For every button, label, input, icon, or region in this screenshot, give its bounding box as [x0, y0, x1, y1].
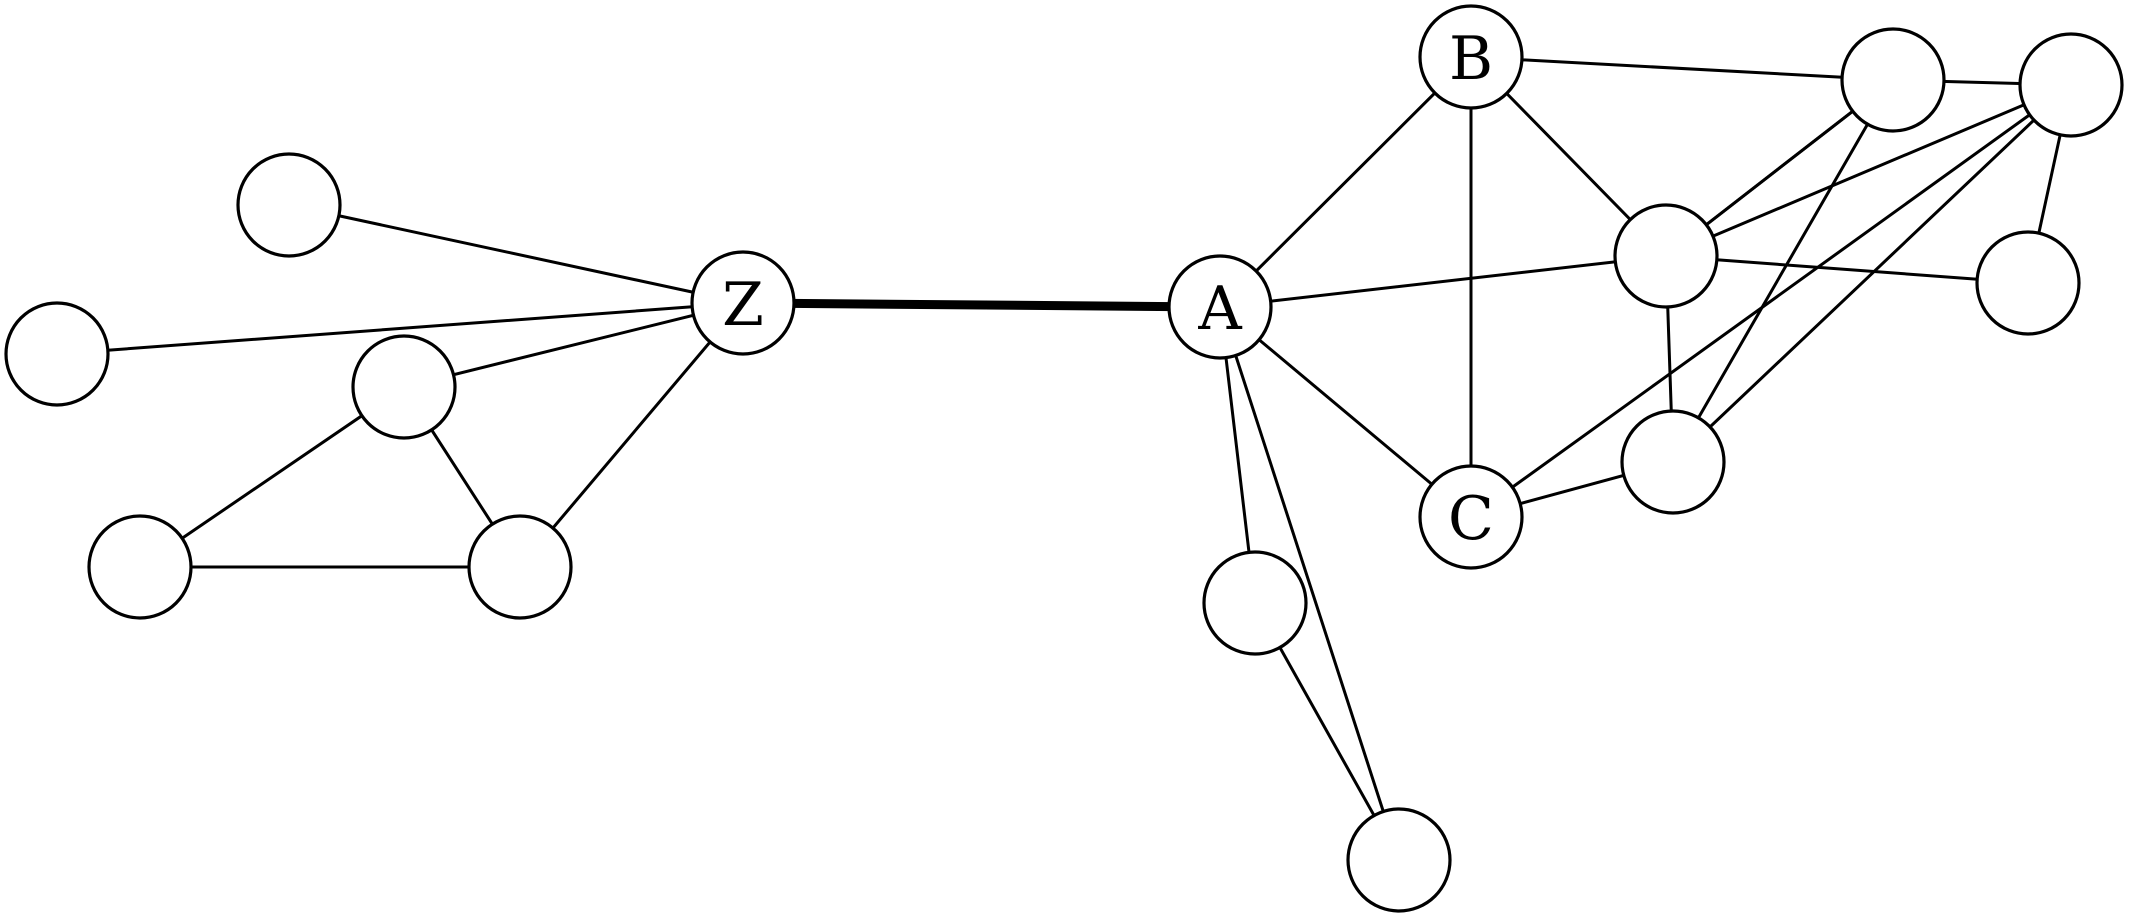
node-circle [690, 250, 796, 356]
node-n13 [1620, 409, 1726, 515]
edge-z-a [738, 298, 1225, 312]
node-n2 [4, 301, 110, 407]
node-n8 [1840, 27, 1946, 133]
edge-a-n9 [1218, 254, 1668, 309]
edge-n12-n13 [1671, 78, 1895, 464]
edge-n3-n4 [138, 385, 406, 569]
edge-a-c [1218, 305, 1473, 519]
node-n5 [467, 514, 573, 620]
node-n6 [1202, 550, 1308, 656]
node-circle [1418, 4, 1524, 110]
node-label: A [1197, 274, 1242, 344]
node-circle [1620, 409, 1726, 515]
node-circle [467, 514, 573, 620]
edge-n13-n10 [1671, 83, 2073, 464]
node-n10 [2018, 32, 2124, 138]
node-n11 [1975, 230, 2081, 336]
node-label: B [1449, 24, 1493, 94]
node-z: Z [690, 250, 796, 356]
node-n9 [1613, 203, 1719, 309]
node-circle [4, 301, 110, 407]
node-circle [1975, 230, 2081, 336]
node-circle [1613, 203, 1719, 309]
edge-n9-n11 [1664, 254, 2030, 285]
node-n3 [351, 334, 457, 440]
node-circle [1202, 550, 1308, 656]
node-n1 [236, 152, 342, 258]
edge-n9-n10 [1664, 83, 2073, 258]
node-n7 [1346, 807, 1452, 913]
node-circle [2018, 32, 2124, 138]
node-circle [351, 334, 457, 440]
edge-n5-z [518, 301, 745, 569]
node-circle [87, 514, 193, 620]
node-b: B [1418, 4, 1524, 110]
node-c: C [1418, 464, 1524, 570]
edges-layer [55, 55, 2073, 862]
node-circle [1167, 254, 1273, 360]
nodes-layer: Z A B C [4, 4, 2124, 913]
node-circle [1418, 464, 1524, 570]
edge-a-b [1218, 55, 1473, 309]
edge-a-n7 [1218, 305, 1401, 862]
edge-n1-z [287, 203, 745, 305]
node-label: Z [722, 270, 764, 340]
edge-b-n8 [1469, 55, 1895, 82]
edge-n3-z [402, 301, 745, 389]
node-circle [236, 152, 342, 258]
edge-c-n10 [1469, 83, 2073, 519]
node-label: C [1448, 484, 1494, 554]
node-circle [1346, 807, 1452, 913]
node-n4 [87, 514, 193, 620]
node-a: A [1167, 254, 1273, 360]
edge-n2-z [55, 301, 745, 356]
node-circle [1840, 27, 1946, 133]
